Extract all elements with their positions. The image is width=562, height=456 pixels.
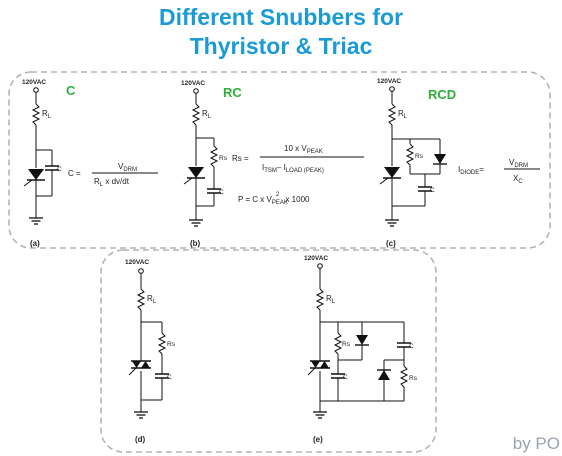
c-label-a: C: [57, 166, 62, 173]
supply-label-b: 120VAC: [181, 80, 205, 87]
caption-b: (b): [190, 239, 201, 248]
ground-b: [188, 219, 204, 227]
svg-text:Rs =: Rs =: [232, 154, 249, 163]
rs-label-d: Rs: [167, 341, 176, 348]
svg-text:VDRM: VDRM: [509, 158, 528, 169]
watermark: by PO: [512, 434, 560, 453]
supply-label-d: 120VAC: [125, 259, 149, 266]
caption-e: (e): [313, 435, 323, 444]
supply-label-e: 120VAC: [304, 255, 328, 262]
c-label-d: C: [167, 374, 172, 381]
triac-d: [128, 360, 152, 376]
supply-label-a: 120VAC: [22, 79, 46, 86]
supply-label-c: 120VAC: [377, 78, 401, 85]
thyristor-c: [379, 166, 402, 185]
rl-label-d: RL: [147, 294, 157, 305]
triac-e: [307, 360, 331, 376]
c-label-c: C: [430, 187, 435, 194]
ground-a: [28, 217, 44, 225]
thyristor-a: [23, 168, 46, 187]
c-label-e-2: C: [409, 343, 414, 350]
svg-text:ITSM– ILOAD (PEAK): ITSM– ILOAD (PEAK): [262, 163, 324, 174]
group-border-bottom: [100, 249, 437, 453]
svg-text:RL x dv/dt: RL x dv/dt: [94, 177, 130, 188]
title-line-1: Different Snubbers for: [158, 4, 404, 30]
type-label-c: RCD: [428, 87, 456, 102]
caption-c: (c): [386, 239, 396, 248]
caption-d: (d): [135, 435, 146, 444]
svg-text:C =: C =: [68, 169, 81, 178]
c-label-b: C: [219, 189, 224, 196]
svg-text:VDRM: VDRM: [118, 162, 137, 173]
rl-label-c: RL: [398, 109, 408, 120]
diode-e-1: [354, 334, 370, 346]
diode-c: [432, 153, 448, 165]
rs-label-c: Rs: [415, 153, 424, 160]
thyristor-b: [183, 166, 206, 185]
group-border-top: [8, 71, 551, 249]
ground-c: [384, 219, 400, 227]
formula-power: P = C x VPEAK2 x 1000: [238, 192, 310, 206]
title-line-2: Thyristor & Triac: [189, 33, 373, 59]
rs-label-e-2: Rs: [409, 375, 418, 382]
svg-text:10 x VPEAK: 10 x VPEAK: [284, 144, 323, 155]
rl-label-b: RL: [202, 109, 212, 120]
svg-text:P = C x VPEAK2 x 1000: P = C x VPEAK2 x 1000: [238, 192, 310, 206]
type-label-b: RC: [223, 85, 242, 100]
type-label-a: C: [66, 83, 76, 98]
caption-a: (a): [30, 239, 40, 248]
formula-c: C = VDRM RL x dv/dt: [68, 162, 158, 188]
formula-rs: Rs = 10 x VPEAK ITSM– ILOAD (PEAK): [232, 144, 364, 174]
diode-e-2: [376, 369, 392, 381]
c-label-e-1: C: [343, 374, 348, 381]
rs-label-e-1: Rs: [342, 341, 351, 348]
ground-e: [312, 411, 328, 419]
rs-label-b: Rs: [219, 155, 228, 162]
svg-text:XC: XC: [513, 174, 523, 185]
rl-label-a: RL: [42, 109, 52, 120]
rl-label-e: RL: [326, 294, 336, 305]
ground-d: [133, 411, 149, 419]
formula-idiode: IDIODE= VDRM XC: [458, 158, 540, 185]
svg-text:IDIODE=: IDIODE=: [458, 165, 484, 176]
